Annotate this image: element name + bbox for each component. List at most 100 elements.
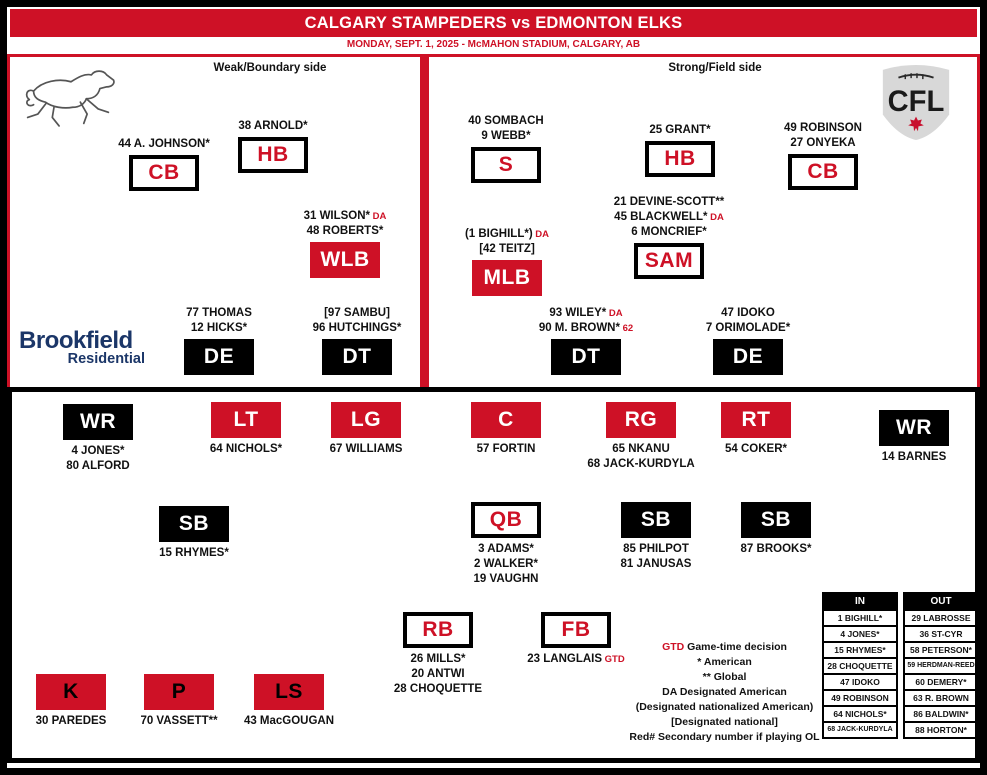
position-group-hb-weak: 38 ARNOLD*HB [193,119,353,173]
position-group-hb-strong: 25 GRANT*HB [600,123,760,177]
player-designation-tag: DA [532,229,550,240]
player-list-rt: 54 COKER* [676,442,836,457]
player: 43 MacGOUGAN [243,715,335,727]
player-list-wr-left: 4 JONES* 80 ALFORD [18,444,178,474]
position-box-sb-3: SB [741,502,811,538]
roster-changes-table: IN 1 BIGHILL*4 JONES*15 RHYMES*28 CHOQUE… [822,592,975,739]
player: 14 BARNES [881,451,947,463]
player: 47 IDOKO [721,307,775,319]
legend-line: DA Designated American [662,686,787,698]
position-box-sb-2: SB [621,502,691,538]
player: [42 TEITZ] [479,243,535,255]
position-group-rt: RT 54 COKER* [676,402,836,457]
player-list-sb-1: 15 RHYMES* [114,546,274,561]
player-designation-tag: DA [370,211,387,222]
roster-cell: 60 DEMERY* [905,673,975,689]
player: 4 JONES* [71,445,125,457]
player-list-lt: 64 NICHOLS* [166,442,326,457]
position-box-s: S [471,147,541,183]
field-side-divider [420,57,429,387]
player: 2 WALKER* [474,558,538,570]
player: 7 ORIMOLADE* [705,322,791,334]
legend-line: * American [697,656,752,668]
player: (1 BIGHILL*) DA [464,228,550,240]
player: 20 ANTWI [411,668,465,680]
position-group-k: K 30 PAREDES [12,674,151,729]
player: 40 SOMBACH [468,115,544,127]
position-group-cb-weak: 44 A. JOHNSON*CB [84,137,244,191]
position-box-k: K [36,674,106,710]
cfl-logo: CFL [877,61,955,148]
roster-cell: 86 BALDWIN* [905,705,975,721]
roster-cell: 59 HERDMAN-REED [905,657,975,673]
player: [97 SAMBU] [324,307,390,319]
position-box-wlb: WLB [310,242,380,278]
cfl-shield-icon: CFL [882,64,950,141]
player: 90 M. BROWN* 62 [538,322,634,334]
player: 38 ARNOLD* [238,120,308,132]
legend: GTD Game-time decision* American** Globa… [602,640,847,745]
cfl-wordmark: CFL [888,86,945,118]
player: 96 HUTCHINGS* [312,322,402,334]
position-box-rt: RT [721,402,791,438]
out-header: OUT [905,594,975,609]
position-box-wr-left: WR [63,404,133,440]
player: 23 LANGLAIS GTD [527,653,625,665]
position-box-rb: RB [403,612,473,648]
player: 3 ADAMS* [478,543,534,555]
player: 70 VASSETT** [140,715,218,727]
player: 67 WILLIAMS [329,443,403,455]
player-list-mlb: (1 BIGHILL*) DA [42 TEITZ] [427,227,587,257]
page-title: CALGARY STAMPEDERS vs EDMONTON ELKS [10,9,977,37]
roster-cell: 63 R. BROWN [905,689,975,705]
offense-section: GTD Game-time decision* American** Globa… [7,387,980,763]
player-list-hb-weak: 38 ARNOLD* [193,119,353,134]
position-box-rg: RG [606,402,676,438]
position-group-sb-3: SB 87 BROOKS* [696,502,856,557]
legend-red-term: GTD [662,641,688,653]
position-box-de-weak: DE [184,339,254,375]
player-list-c: 57 FORTIN [426,442,586,457]
player: 12 HICKS* [190,322,248,334]
player: 80 ALFORD [66,460,130,472]
legend-line: [Designated national] [671,716,778,728]
roster-cell: 58 PETERSON* [905,641,975,657]
position-box-qb: QB [471,502,541,538]
player: 49 ROBINSON [784,122,862,134]
position-box-sam: SAM [634,243,704,279]
position-box-ls: LS [254,674,324,710]
player-designation-tag: 62 [619,323,634,334]
player: 81 JANUSAS [620,558,692,570]
position-box-lt: LT [211,402,281,438]
player: 15 RHYMES* [159,547,229,559]
roster-cell: 1 BIGHILL* [824,609,896,625]
player-designation-tag: DA [707,212,724,223]
roster-cell: 36 ST-CYR [905,625,975,641]
brookfield-wordmark: Brookfield [19,327,133,354]
player: 30 PAREDES [35,715,107,727]
position-box-dt-weak: DT [322,339,392,375]
player-list-hb-strong: 25 GRANT* [600,123,760,138]
player: 21 DEVINE-SCOTT** [613,196,725,208]
player-list-ls: 43 MacGOUGAN [209,714,369,729]
position-group-lt: LT 64 NICHOLS* [166,402,326,457]
player-list-p: 70 VASSETT** [99,714,259,729]
player-list-lg: 67 WILLIAMS [286,442,446,457]
player: 44 A. JOHNSON* [118,138,210,150]
roster-cell: 15 RHYMES* [824,641,896,657]
player-list-sb-3: 87 BROOKS* [696,542,856,557]
